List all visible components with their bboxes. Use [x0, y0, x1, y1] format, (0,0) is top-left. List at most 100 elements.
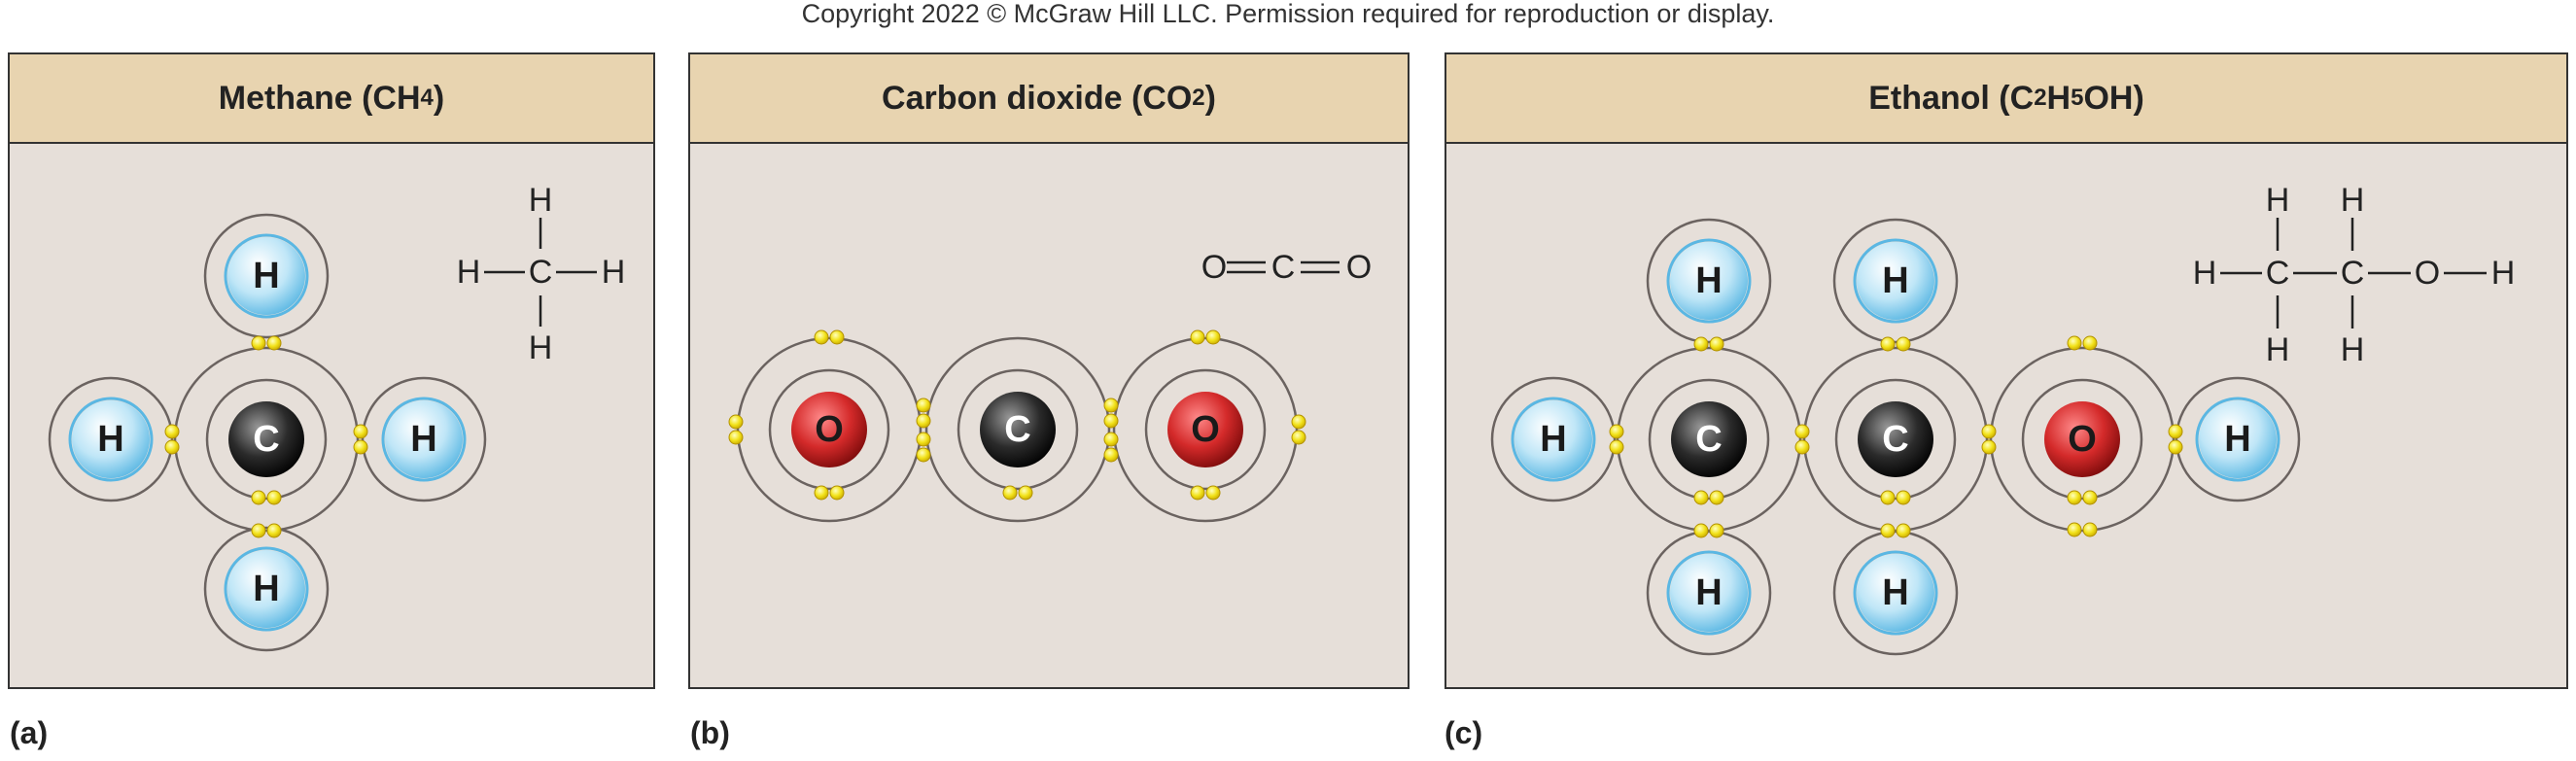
outer-shell — [1646, 218, 1772, 344]
hydrogen-rim — [68, 397, 154, 482]
atom-label: C — [1695, 419, 1722, 460]
outer-shell — [1112, 336, 1299, 523]
atom-icon — [72, 400, 150, 478]
electron-pair-icon — [353, 424, 368, 455]
atom-label: H — [253, 256, 279, 296]
atom-label: H — [253, 569, 279, 609]
formula-atom: H — [602, 254, 626, 291]
inner-shell — [1648, 378, 1770, 501]
electron-pair-icon — [2067, 522, 2098, 537]
formula-atom: H — [2266, 182, 2290, 219]
atom-icon — [1858, 401, 1933, 477]
atom-icon — [1514, 400, 1592, 478]
title-text: OH) — [2083, 79, 2144, 117]
atom-icon — [228, 401, 304, 477]
atom-icon — [1670, 554, 1748, 632]
atom-label: H — [1695, 260, 1722, 301]
electron-pair-icon — [1693, 490, 1724, 505]
hydrogen-rim — [1511, 397, 1596, 482]
formula-atom: H — [457, 254, 481, 291]
outer-shell — [361, 376, 487, 502]
hydrogen-rim — [1853, 238, 1938, 324]
electron-pair-icon — [1291, 414, 1306, 445]
hydrogen-rim — [2195, 397, 2280, 482]
outer-shell — [1832, 218, 1959, 344]
title-text: ) — [433, 79, 445, 117]
electron-pair-icon — [1880, 490, 1911, 505]
atom-label: H — [1540, 419, 1566, 460]
electron-pair-icon — [1103, 432, 1119, 463]
electron-pair-icon — [2168, 424, 2183, 455]
structural-formula-carbon-dioxide: O C O — [1201, 249, 1372, 286]
electron-pair-icon — [1103, 398, 1119, 429]
formula-atom: C — [2266, 255, 2290, 292]
outer-shell — [1832, 530, 1959, 656]
atom-label: H — [410, 419, 436, 460]
electron-pair-icon — [916, 432, 931, 463]
electron-pair-icon — [2067, 335, 2098, 351]
outer-shell — [1989, 346, 2176, 533]
electron-pair-icon — [1880, 523, 1911, 538]
title-text: Ethanol (C — [1868, 79, 2035, 117]
electron-pair-icon — [1880, 336, 1911, 352]
formula-atom: C — [2341, 255, 2365, 292]
electron-pair-icon — [251, 490, 282, 505]
outer-shell — [924, 336, 1111, 523]
title-text: H — [2046, 79, 2071, 117]
electron-pair-icon — [1693, 523, 1724, 538]
atom-label: H — [97, 419, 123, 460]
carbon-dioxide-diagram: O C O O C O — [728, 249, 1372, 523]
atom-label: H — [2224, 419, 2250, 460]
inner-shell — [768, 368, 890, 491]
title-text: ) — [1204, 79, 1216, 117]
electron-pair-icon — [1609, 424, 1624, 455]
title-text: Methane (CH — [218, 79, 421, 117]
outer-shell — [2175, 376, 2301, 502]
atom-label: O — [1191, 409, 1220, 450]
formula-atom: O — [2415, 255, 2440, 292]
hydrogen-rim — [1666, 550, 1752, 636]
atom-label: C — [1004, 409, 1030, 450]
electron-pair-icon — [251, 523, 282, 538]
atom-label: C — [253, 419, 279, 460]
electron-pair-icon — [1002, 485, 1033, 501]
structural-formula-ethanol: H H H C C O H H H — [2193, 182, 2516, 368]
formula-atom: H — [2266, 331, 2290, 368]
inner-shell — [2021, 378, 2143, 501]
outer-shell — [1490, 376, 1617, 502]
hydrogen-rim — [224, 546, 309, 632]
atom-icon — [1857, 242, 1934, 320]
atom-icon — [1670, 242, 1748, 320]
formula-atom: O — [1201, 249, 1227, 286]
atom-icon — [227, 550, 305, 628]
formula-atom: H — [529, 182, 553, 219]
atom-icon — [1671, 401, 1747, 477]
electron-pair-icon — [814, 329, 845, 345]
outer-shell — [48, 376, 174, 502]
atom-label: O — [2068, 419, 2097, 460]
electron-pair-icon — [1794, 424, 1810, 455]
panel-letter-c: (c) — [1445, 715, 1483, 750]
electron-pair-icon — [1981, 424, 1997, 455]
inner-shell — [957, 368, 1079, 491]
atom-label: H — [1882, 572, 1908, 613]
formula-atom: C — [529, 254, 553, 291]
outer-shell — [173, 346, 360, 533]
panel-letter-b: (b) — [690, 715, 730, 750]
hydrogen-rim — [1666, 238, 1752, 324]
outer-shell — [203, 526, 330, 652]
atom-icon — [980, 392, 1056, 467]
formula-atom: H — [2491, 255, 2516, 292]
atom-icon — [385, 400, 463, 478]
electron-pair-icon — [2067, 490, 2098, 505]
atom-icon — [2199, 400, 2277, 478]
formula-atom: H — [2341, 331, 2365, 368]
electron-pair-icon — [1190, 485, 1221, 501]
